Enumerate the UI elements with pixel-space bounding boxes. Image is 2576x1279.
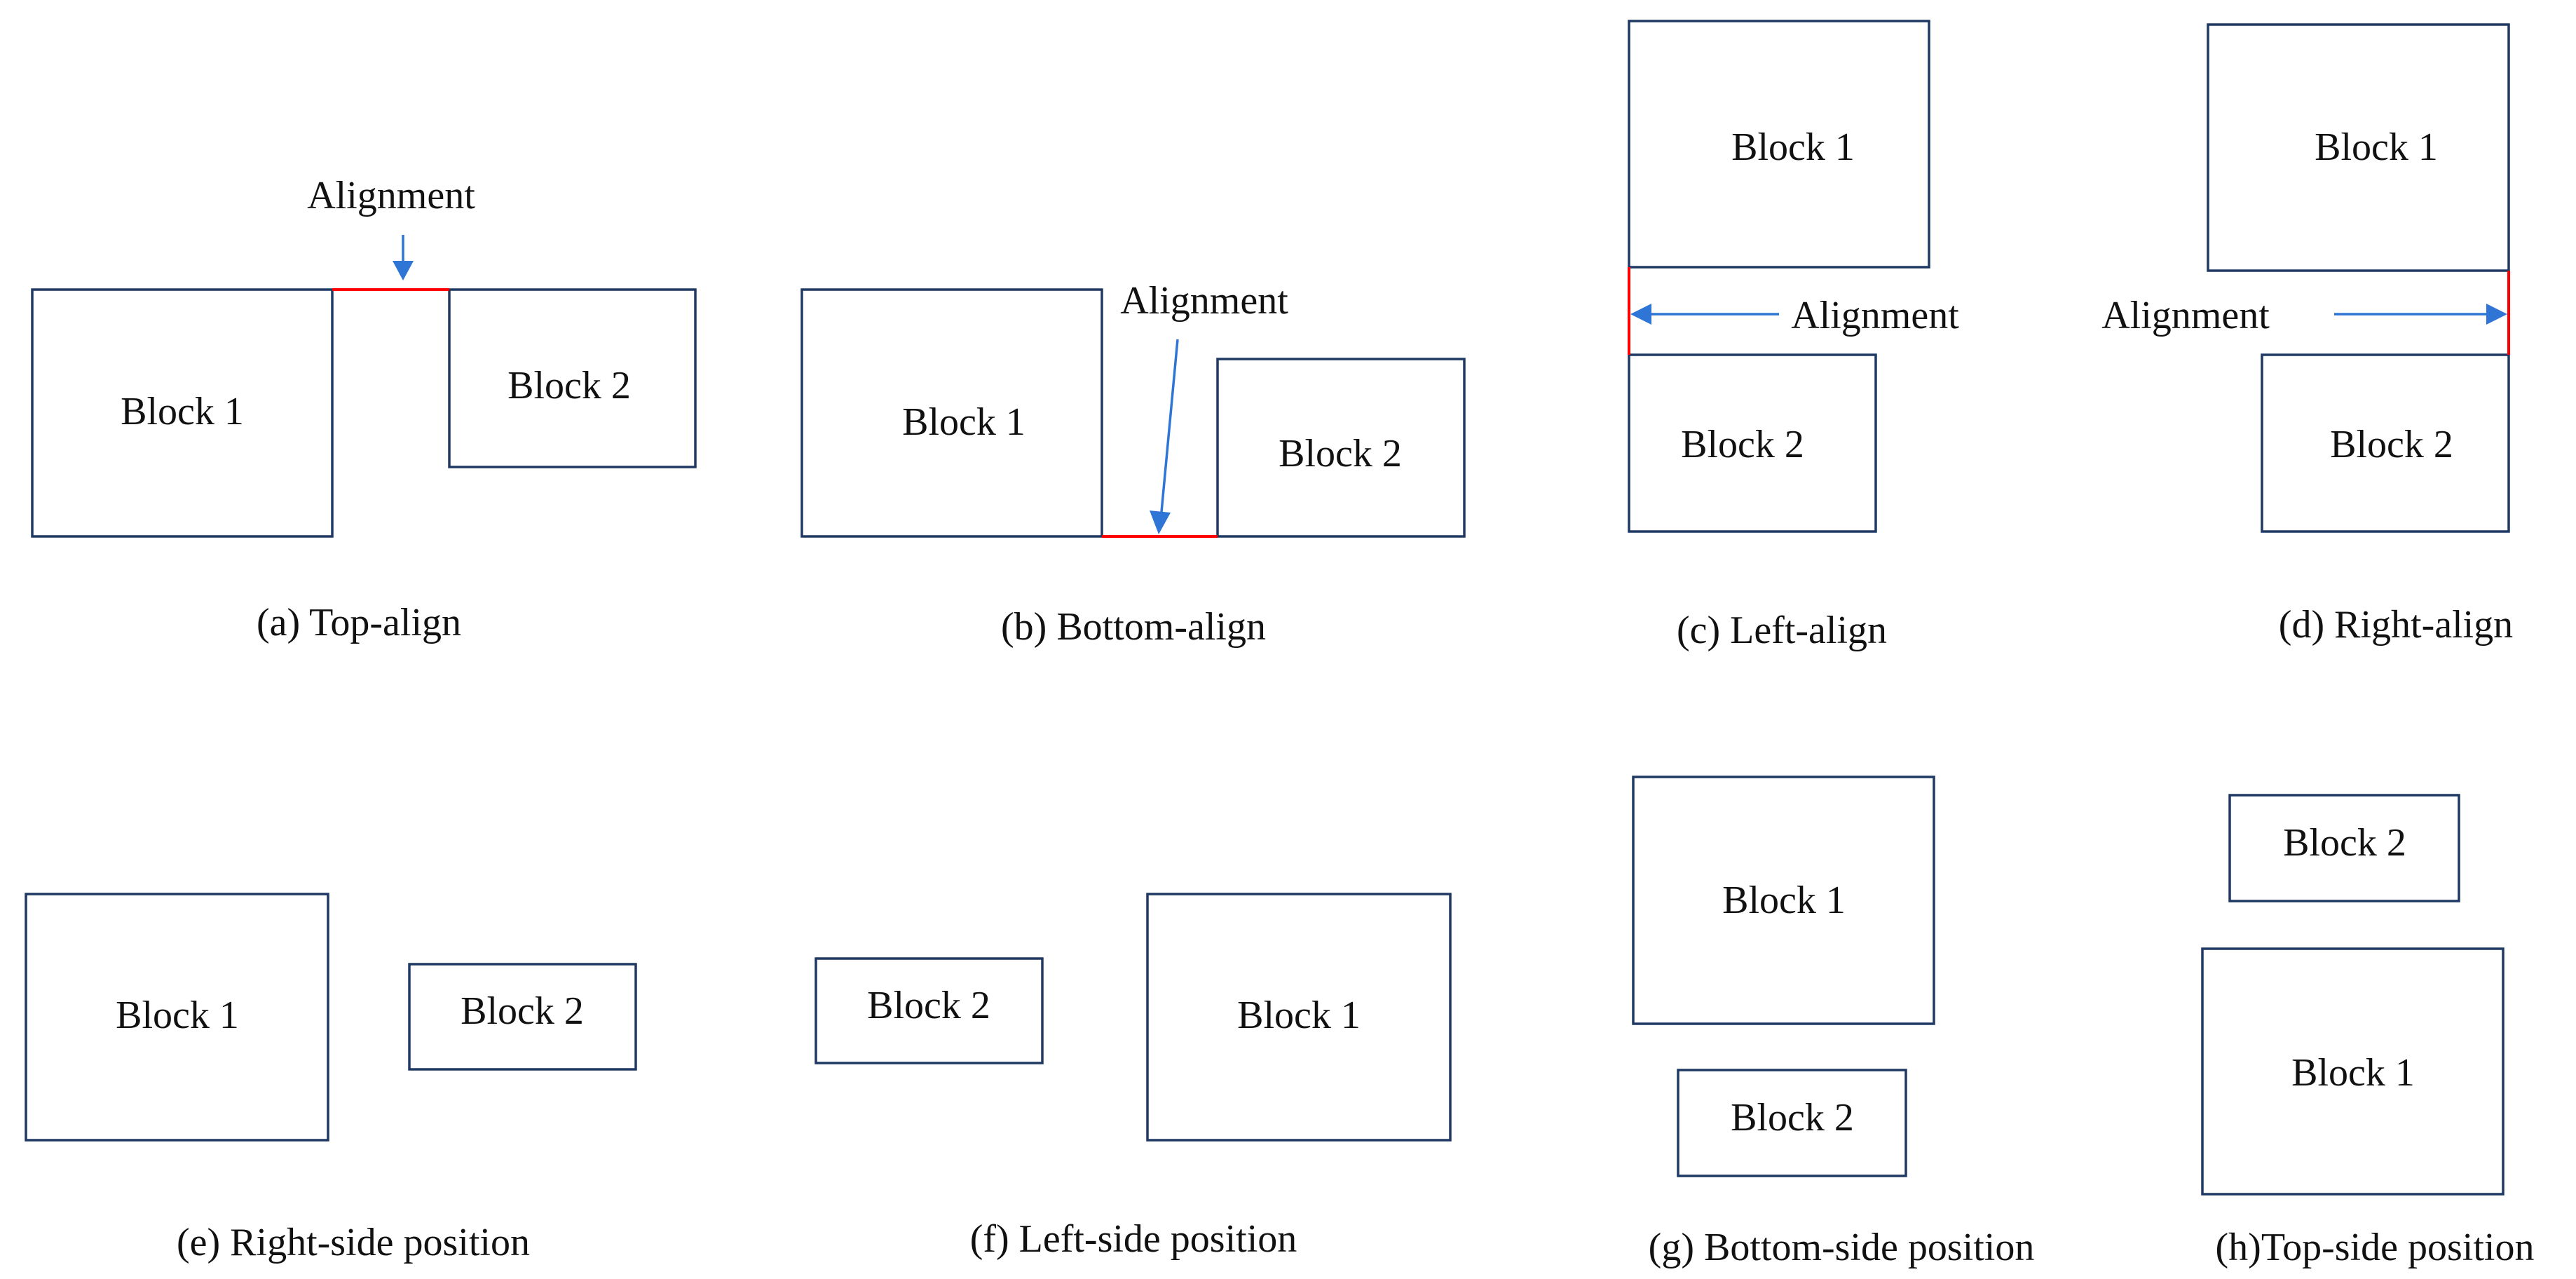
panel-f-caption: (f) Left-side position <box>970 1217 1297 1261</box>
panel-d-block-1 <box>2207 23 2510 272</box>
panel-e-block-1-label: Block 1 <box>116 994 239 1037</box>
panel-c-caption: (c) Left-align <box>1677 609 1887 652</box>
panel-c-block-1 <box>1628 20 1930 269</box>
panel-a-block-2 <box>448 288 697 468</box>
panel-g-block-2-label: Block 2 <box>1731 1096 1854 1139</box>
panel-h-top-side-position: Block 2 Block 1 (h)Top-side position <box>2201 794 2535 1269</box>
panel-d-alignment-label: Alignment <box>2101 294 2270 337</box>
panel-g-block-2 <box>1677 1069 1907 1177</box>
panel-h-block-2 <box>2228 794 2460 902</box>
panel-c-block-1-label: Block 1 <box>1731 126 1855 169</box>
panel-d-block-1-label: Block 1 <box>2315 126 2438 169</box>
panel-a-top-align: Block 1 Block 2 Alignment (a) Top-align <box>31 174 697 644</box>
panel-b-block-2 <box>1216 358 1466 538</box>
panel-d-caption: (d) Right-align <box>2279 603 2513 647</box>
panel-g-block-1 <box>1632 776 1935 1025</box>
panel-c-block-2-label: Block 2 <box>1681 423 1804 466</box>
panel-d-right-align: Block 1 Block 2 Alignment (d) Right-alig… <box>2101 23 2513 647</box>
panel-b-block-1-label: Block 1 <box>902 400 1025 444</box>
panel-d-block-2 <box>2261 353 2510 533</box>
panel-e-right-side-position: Block 1 Block 2 (e) Right-side position <box>25 893 637 1264</box>
panel-b-alignment-arrow <box>1160 339 1179 513</box>
panel-e-block-1 <box>25 893 329 1142</box>
panel-f-block-1-label: Block 1 <box>1237 994 1361 1037</box>
panel-a-block-1-label: Block 1 <box>121 390 244 433</box>
panel-b-block-1 <box>800 288 1103 538</box>
panel-a-block-1 <box>31 288 334 538</box>
panel-e-block-2 <box>408 963 637 1071</box>
panel-a-caption: (a) Top-align <box>257 601 461 644</box>
panel-h-block-2-label: Block 2 <box>2283 821 2406 865</box>
panel-b-alignment-label: Alignment <box>1120 279 1288 323</box>
panel-g-block-1-label: Block 1 <box>1722 879 1846 922</box>
panel-a-alignment-label: Alignment <box>307 174 475 217</box>
panel-d-block-2-label: Block 2 <box>2330 423 2453 466</box>
panel-h-block-1-label: Block 1 <box>2291 1051 2415 1095</box>
panel-b-bottom-align: Block 1 Block 2 Alignment (b) Bottom-ali… <box>800 279 1466 649</box>
panel-c-arrow-head <box>1630 304 1651 325</box>
panel-c-alignment-label: Alignment <box>1791 294 1959 337</box>
panel-g-bottom-side-position: Block 1 Block 2 (g) Bottom-side position <box>1632 776 2035 1269</box>
panel-f-left-side-position: Block 2 Block 1 (f) Left-side position <box>815 893 1452 1261</box>
panel-e-block-2-label: Block 2 <box>461 989 584 1033</box>
panel-h-block-1 <box>2201 947 2505 1196</box>
panel-f-block-1 <box>1146 893 1452 1142</box>
panel-h-caption: (h)Top-side position <box>2216 1226 2535 1269</box>
panel-a-arrow-head <box>393 261 414 280</box>
panel-c-left-align: Block 1 Block 2 Alignment (c) Left-align <box>1628 20 1959 652</box>
panel-c-block-2 <box>1628 353 1877 533</box>
panel-b-block-2-label: Block 2 <box>1279 432 1402 475</box>
panel-f-block-2-label: Block 2 <box>867 984 990 1027</box>
panel-b-caption: (b) Bottom-align <box>1001 605 1266 649</box>
panel-f-block-2 <box>815 957 1044 1064</box>
panel-g-caption: (g) Bottom-side position <box>1649 1226 2035 1269</box>
panel-a-block-2-label: Block 2 <box>507 364 631 407</box>
panel-d-arrow-head <box>2486 304 2507 325</box>
panel-e-caption: (e) Right-side position <box>177 1221 530 1264</box>
panel-b-arrow-head <box>1150 510 1171 534</box>
